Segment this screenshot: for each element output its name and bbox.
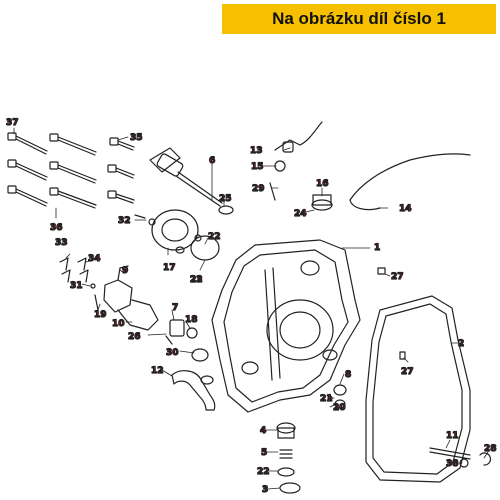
part-number-banner: Na obrázku díl číslo 1	[222, 4, 496, 34]
label-12: 12	[151, 366, 164, 376]
label-22c: 22	[208, 232, 221, 242]
small-parts	[175, 182, 386, 275]
bolt-35b	[107, 164, 135, 179]
label-7: 7	[172, 303, 178, 313]
bolt-36c	[49, 187, 97, 209]
label-32: 32	[118, 216, 131, 226]
part-labels: 1 2 3 4 5 6 7 8 9 10 11 12 13 14 15 16 1…	[5, 117, 497, 495]
label-26: 26	[128, 332, 141, 342]
label-27: 27	[391, 272, 404, 282]
label-18: 18	[185, 315, 198, 325]
label-2: 2	[458, 339, 464, 349]
label-30: 30	[166, 348, 179, 358]
pump-cover-17	[134, 209, 220, 261]
label-24: 24	[294, 209, 307, 219]
label-5: 5	[261, 448, 267, 458]
label-23: 23	[190, 275, 203, 285]
label-28: 28	[484, 444, 497, 454]
label-27b: 27	[401, 367, 414, 377]
label-11: 11	[446, 431, 459, 441]
label-8: 8	[345, 370, 351, 380]
label-17: 17	[163, 263, 176, 273]
label-9: 9	[122, 266, 128, 276]
label-34: 34	[88, 254, 101, 264]
label-33: 33	[55, 238, 68, 248]
hose-12	[171, 348, 216, 411]
housing-9	[103, 265, 159, 331]
label-35: 35	[130, 133, 143, 143]
label-21: 21	[320, 394, 333, 404]
label-1: 1	[374, 243, 380, 253]
label-37: 37	[6, 118, 19, 128]
gasket-2	[365, 295, 471, 483]
label-29: 29	[252, 184, 265, 194]
label-25: 25	[219, 194, 232, 204]
label-31: 31	[70, 281, 83, 291]
label-20: 20	[333, 403, 346, 413]
label-6: 6	[209, 156, 215, 166]
bolt-37b	[7, 159, 48, 181]
bolt-35a	[109, 137, 135, 151]
label-19: 19	[94, 310, 107, 320]
fitting-7-18	[165, 319, 198, 345]
leader-lines	[13, 127, 489, 490]
label-16: 16	[316, 179, 329, 189]
bolt-37	[7, 132, 48, 155]
clips-33-34	[59, 257, 99, 311]
label-10: 10	[112, 319, 125, 329]
bolt-36a	[49, 133, 97, 156]
bolt-35c	[107, 190, 135, 204]
label-14: 14	[399, 204, 412, 214]
plug-4	[276, 422, 301, 494]
label-22b: 22	[190, 275, 203, 285]
label-3: 3	[262, 485, 268, 495]
crankcase-cover-1	[211, 239, 361, 413]
label-36: 36	[50, 223, 63, 233]
label-38: 38	[446, 459, 459, 469]
label-22: 22	[257, 467, 270, 477]
dipstick-6	[149, 147, 234, 215]
bolt-36b	[49, 161, 97, 184]
bolt-set	[7, 132, 135, 209]
cap-16	[311, 153, 471, 211]
bolt-37c	[7, 185, 48, 207]
label-4: 4	[260, 426, 266, 436]
label-13: 13	[250, 146, 263, 156]
shaft-11	[429, 447, 492, 468]
sensor-13	[274, 121, 323, 172]
label-15: 15	[251, 162, 264, 172]
